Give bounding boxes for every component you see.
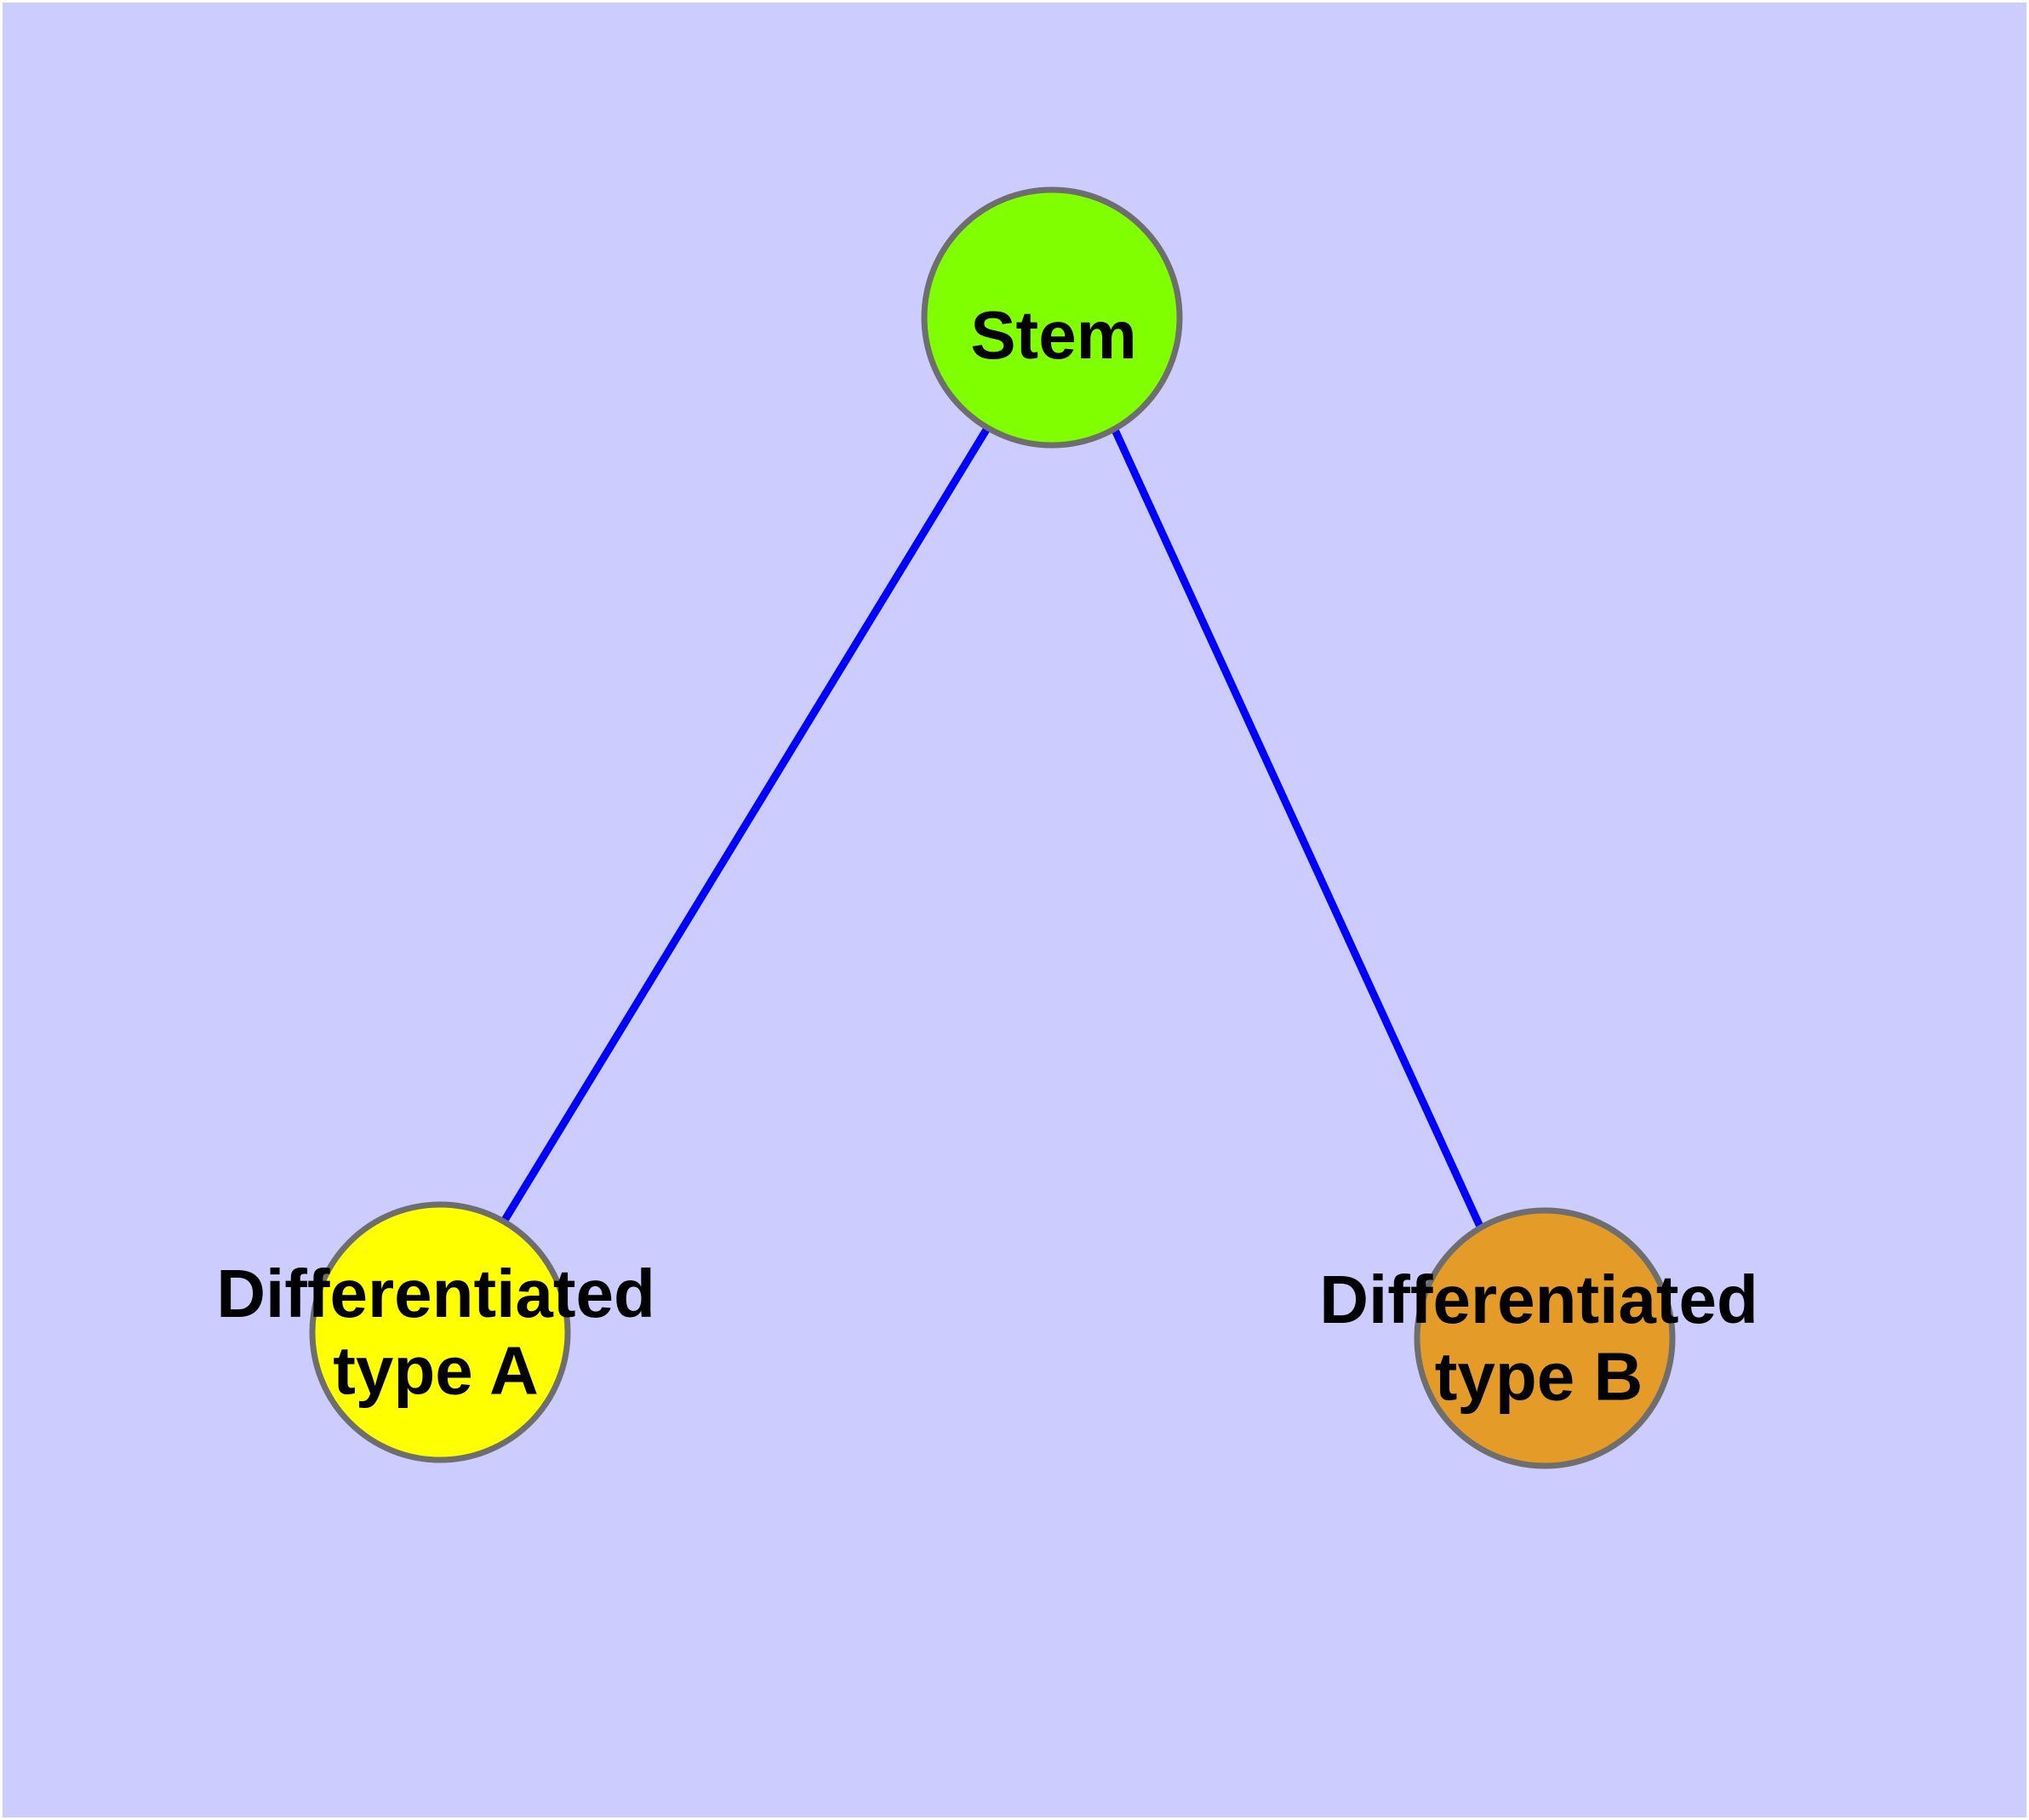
node-label-line: Differentiated [216,1256,655,1331]
differentiated-type-b-node-circle[interactable] [1414,1207,1676,1469]
node-label-line: type B [1435,1338,1643,1414]
differentiated-type-a-node-circle[interactable] [309,1201,571,1463]
node-label-line: Differentiated [1319,1262,1758,1337]
node-label-line: Stem [970,297,1137,373]
stem-node-circle[interactable] [921,186,1183,449]
node-label-line: type A [333,1332,539,1408]
edge-stem-to-differentiated-type-b[interactable] [1111,428,1485,1230]
stem-node-label: Stem [970,297,1137,373]
edge-stem-to-differentiated-type-a[interactable] [500,426,991,1224]
edge-layer [500,426,1485,1230]
node-stem[interactable]: Stem [921,186,1183,449]
